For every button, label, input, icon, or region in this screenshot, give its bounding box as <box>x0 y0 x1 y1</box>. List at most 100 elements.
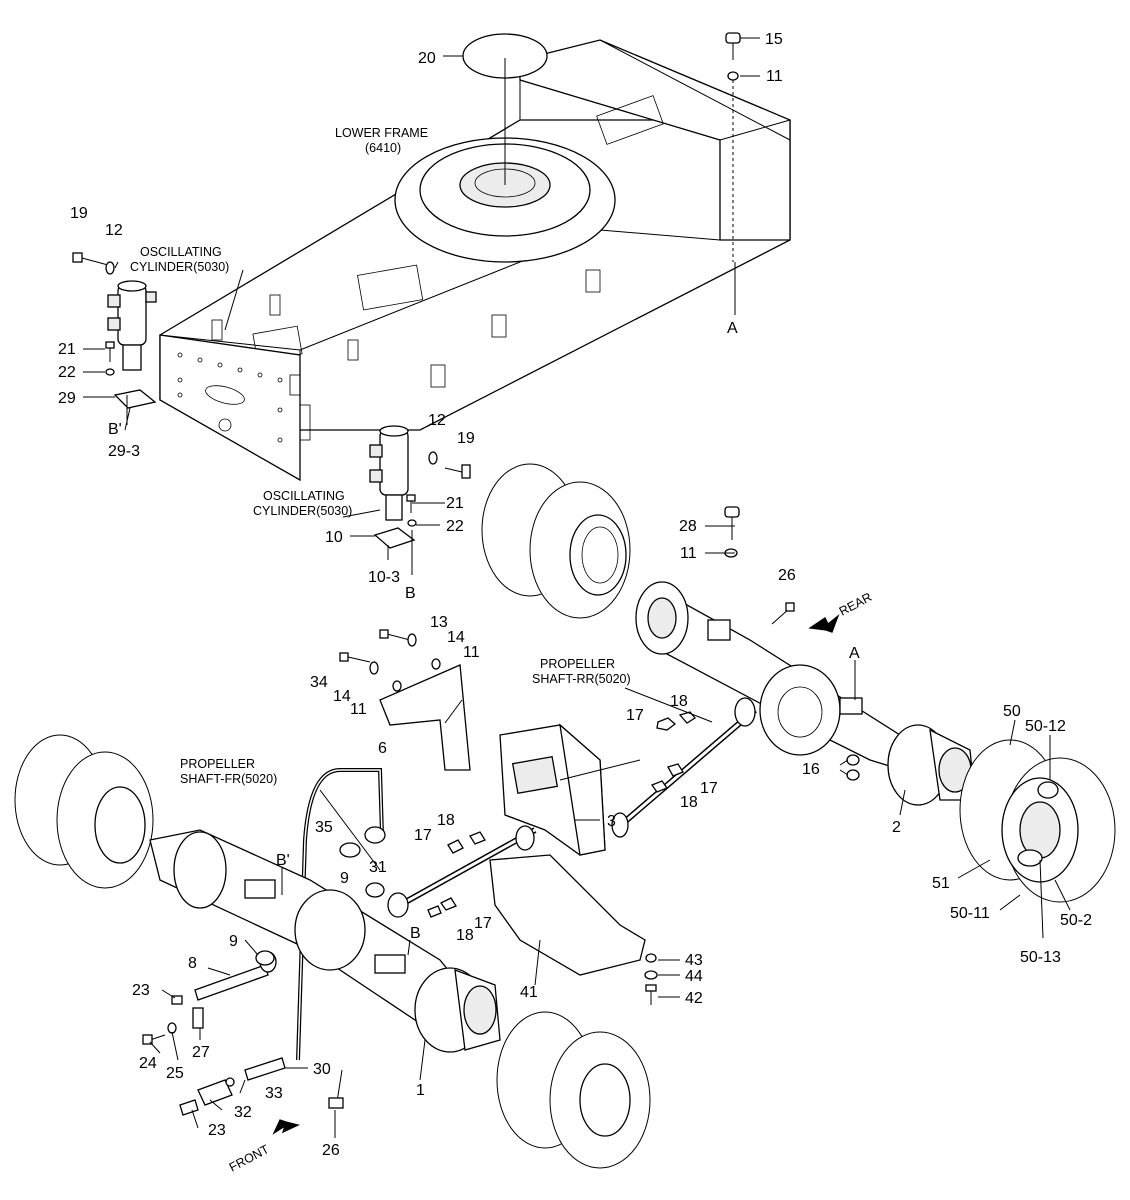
bracket-6 <box>379 664 471 771</box>
caption-osc-cyl-top-code: CYLINDER(5030) <box>130 260 229 274</box>
nuts <box>427 711 860 1005</box>
propeller-shaft-fr <box>387 825 537 918</box>
callout-28: 28 <box>679 518 697 535</box>
callout-26: 26 <box>778 567 796 584</box>
guard-41 <box>489 854 646 976</box>
callout-34: 34 <box>310 674 328 691</box>
rear-axle <box>635 581 976 806</box>
callout-42: 42 <box>685 990 703 1007</box>
plate-10 <box>373 527 416 549</box>
callout-11: 11 <box>680 545 697 562</box>
callout-A: A <box>849 645 860 662</box>
callout-32: 32 <box>234 1104 252 1121</box>
callout-50-13: 50-13 <box>1020 949 1061 966</box>
callout-35: 35 <box>315 819 333 836</box>
callout-41: 41 <box>520 984 538 1001</box>
callout-30: 30 <box>313 1061 331 1078</box>
caption-osc-cyl-mid-code: CYLINDER(5030) <box>253 504 352 518</box>
callout-50-12: 50-12 <box>1025 718 1066 735</box>
callout-44: 44 <box>685 968 703 985</box>
callout-51: 51 <box>932 875 950 892</box>
callout-18: 18 <box>437 812 455 829</box>
callout-16: 16 <box>802 761 820 778</box>
callout-21: 21 <box>58 341 76 358</box>
callout-21: 21 <box>446 495 464 512</box>
callout-13: 13 <box>430 614 448 631</box>
bolts-bracket <box>339 629 441 692</box>
callout-11: 11 <box>350 701 367 718</box>
callout-22: 22 <box>58 364 76 381</box>
callout-31: 31 <box>369 859 387 876</box>
caption-osc-cyl-mid: OSCILLATING <box>263 489 345 503</box>
callout-12: 12 <box>428 412 446 429</box>
callout-26: 26 <box>322 1142 340 1159</box>
callout-1: 1 <box>416 1082 425 1099</box>
callout-10: 10 <box>325 529 343 546</box>
callout-22: 22 <box>446 518 464 535</box>
callout-50-2: 50-2 <box>1060 912 1092 929</box>
callout-18: 18 <box>680 794 698 811</box>
caption-prop-fr-code: SHAFT-FR(5020) <box>180 772 277 786</box>
rear-tire-pair <box>481 463 631 619</box>
callout-2: 2 <box>892 819 901 836</box>
callout-19: 19 <box>70 205 88 222</box>
front-axle <box>149 829 501 1053</box>
callout-19: 19 <box>457 430 475 447</box>
right-tire-pair <box>959 739 1116 903</box>
callout-B: B <box>410 925 421 942</box>
callout-17: 17 <box>474 915 492 932</box>
front-left-tire-pair <box>14 734 154 889</box>
oscillating-cylinder-left <box>107 280 157 371</box>
callout-17: 17 <box>626 707 644 724</box>
transmission <box>499 723 606 856</box>
captions: LOWER FRAME (6410) OSCILLATING CYLINDER(… <box>130 126 874 1175</box>
callout-29: 29 <box>58 390 76 407</box>
callout-43: 43 <box>685 952 703 969</box>
front-arrow <box>272 1119 300 1135</box>
callout-10-3: 10-3 <box>368 569 400 586</box>
callout-14: 14 <box>333 688 351 705</box>
rear-arrow <box>808 614 840 633</box>
caption-front: FRONT <box>227 1142 272 1175</box>
callout-23: 23 <box>132 982 150 999</box>
caption-prop-fr: PROPELLER <box>180 757 255 771</box>
front-right-tire-pair <box>496 1011 651 1169</box>
callout-B: B <box>405 585 416 602</box>
callout-23: 23 <box>208 1122 226 1139</box>
caption-rear: REAR <box>837 590 874 619</box>
callout-9: 9 <box>340 870 349 887</box>
caption-osc-cyl-top: OSCILLATING <box>140 245 222 259</box>
callout-17: 17 <box>700 780 718 797</box>
callout-8: 8 <box>188 955 197 972</box>
callout-18: 18 <box>670 693 688 710</box>
callout-17: 17 <box>414 827 432 844</box>
caption-prop-rr-code: SHAFT-RR(5020) <box>532 672 631 686</box>
caption-lower-frame: LOWER FRAME <box>335 126 428 140</box>
callout-6: 6 <box>378 740 387 757</box>
callout-50: 50 <box>1003 703 1021 720</box>
caption-prop-rr: PROPELLER <box>540 657 615 671</box>
callout-11: 11 <box>463 644 480 661</box>
callout-29-3: 29-3 <box>108 443 140 460</box>
callout-3: 3 <box>607 813 616 830</box>
small-parts-front <box>142 826 386 1116</box>
callout-12: 12 <box>105 222 123 239</box>
callout-33: 33 <box>265 1085 283 1102</box>
callout-24: 24 <box>139 1055 157 1072</box>
propeller-shaft-rr <box>611 697 757 838</box>
callout-B-prime: B' <box>276 852 290 869</box>
callout-9: 9 <box>229 933 238 950</box>
callout-50-11: 50-11 <box>950 905 990 922</box>
callout-A: A <box>727 320 738 337</box>
callout-14: 14 <box>447 629 465 646</box>
caption-lower-frame-code: (6410) <box>365 141 401 155</box>
callout-27: 27 <box>192 1044 210 1061</box>
callout-15: 15 <box>765 31 783 48</box>
front-plate-holes <box>177 352 283 443</box>
oscillating-cylinder-middle <box>369 425 409 521</box>
callout-20: 20 <box>418 50 436 67</box>
leader-lines <box>83 37 1071 1138</box>
lower-frame <box>159 39 791 482</box>
callout-B-prime: B' <box>108 421 122 438</box>
